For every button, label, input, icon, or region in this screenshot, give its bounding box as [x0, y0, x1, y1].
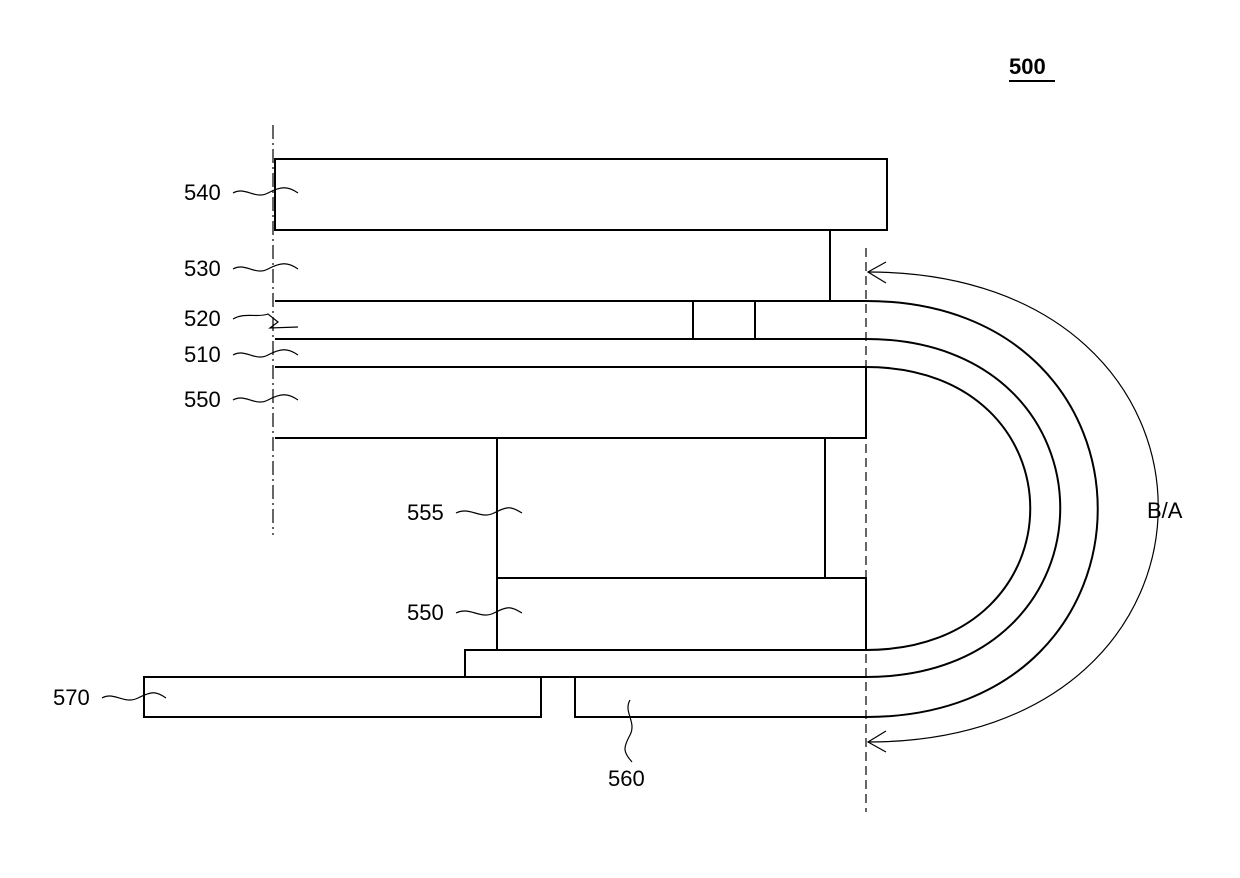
layer-540: [275, 159, 887, 230]
leader-555: [456, 508, 522, 515]
bend-arc-outer: [866, 301, 1098, 717]
layer-520: [275, 301, 866, 339]
bend-label: B/A: [1147, 498, 1183, 523]
label-570: 570: [53, 685, 90, 710]
label-510: 510: [184, 342, 221, 367]
label-550-upper: 550: [184, 387, 221, 412]
spacer-555: [497, 438, 825, 578]
part-560: [575, 677, 866, 717]
figure-number: 500: [1009, 54, 1046, 79]
leader-530: [233, 264, 298, 271]
layer-520-insert: [693, 301, 755, 339]
part-570: [144, 677, 541, 717]
label-555: 555: [407, 500, 444, 525]
bend-arc-inner: [866, 367, 1030, 650]
label-520: 520: [184, 306, 221, 331]
label-530: 530: [184, 256, 221, 281]
leader-510: [233, 350, 298, 357]
leader-540: [233, 188, 298, 195]
leader-570: [102, 693, 166, 700]
leader-520: [233, 314, 298, 328]
label-560: 560: [608, 766, 645, 791]
label-550-lower: 550: [407, 600, 444, 625]
bent-panel-bottom: [465, 650, 866, 677]
leader-550-upper: [233, 395, 298, 402]
support-550-lower: [497, 578, 866, 650]
leader-560: [625, 700, 632, 762]
leader-550-lower: [456, 608, 522, 615]
support-550-upper: [275, 367, 866, 438]
label-540: 540: [184, 180, 221, 205]
